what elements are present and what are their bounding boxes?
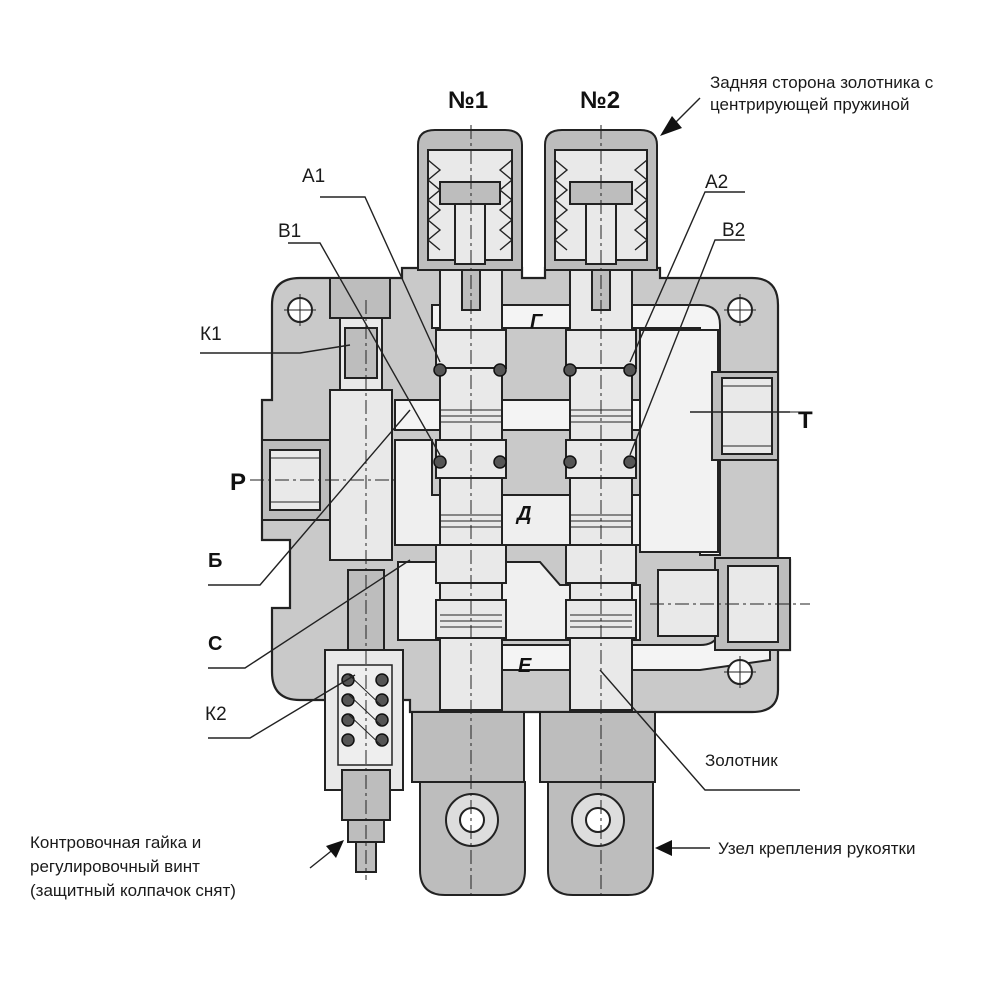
port-t-label: T — [798, 407, 813, 434]
port-p-label: P — [230, 469, 246, 496]
spool-2-assembly — [539, 125, 658, 900]
spool-2-number: №2 — [580, 87, 620, 114]
relief-valve-top-plug — [329, 277, 391, 319]
spool-1-handle-mount — [411, 711, 525, 783]
callout-b-letter: Б — [208, 550, 222, 572]
callout-b1: В1 — [278, 221, 301, 242]
channel-g-label: Г — [530, 311, 544, 333]
arrow-rear-side — [660, 97, 701, 136]
spool-1-spring — [426, 159, 514, 251]
spool-2-spring — [553, 159, 649, 251]
locknut-label-2: регулировочный винт — [30, 857, 200, 876]
rear-side-label-2: центрирующей пружиной — [710, 95, 909, 114]
locknut-label-3: (защитный колпачок снят) — [30, 881, 236, 900]
leader-lines — [200, 191, 800, 791]
callout-k1: К1 — [200, 324, 222, 345]
locknut-label-1: Контровочная гайка и — [30, 833, 201, 852]
callout-a1: А1 — [302, 166, 325, 187]
port-t-thread — [721, 377, 773, 455]
spool-1-number: №1 — [448, 87, 488, 114]
arrow-locknut — [309, 840, 344, 869]
callout-spool: Золотник — [705, 751, 778, 770]
spool-2-handle-mount — [539, 711, 656, 783]
spool-1-assembly — [411, 125, 526, 900]
channel-d-label: Д — [515, 503, 531, 525]
callout-c-letter: С — [208, 633, 222, 655]
channel-t-return — [639, 329, 719, 553]
callout-k2: К2 — [205, 704, 227, 725]
rear-side-label-1: Задняя сторона золотника с — [710, 73, 934, 92]
relief-valve-ball-seat — [344, 327, 378, 379]
callout-handle-mount: Узел крепления рукоятки — [718, 839, 916, 858]
arrow-handle-mount — [655, 840, 710, 856]
callout-a2: А2 — [705, 172, 728, 193]
callout-b2: В2 — [722, 220, 745, 241]
relief-valve-chamber — [329, 389, 393, 561]
channel-e-label: Е — [518, 655, 532, 677]
